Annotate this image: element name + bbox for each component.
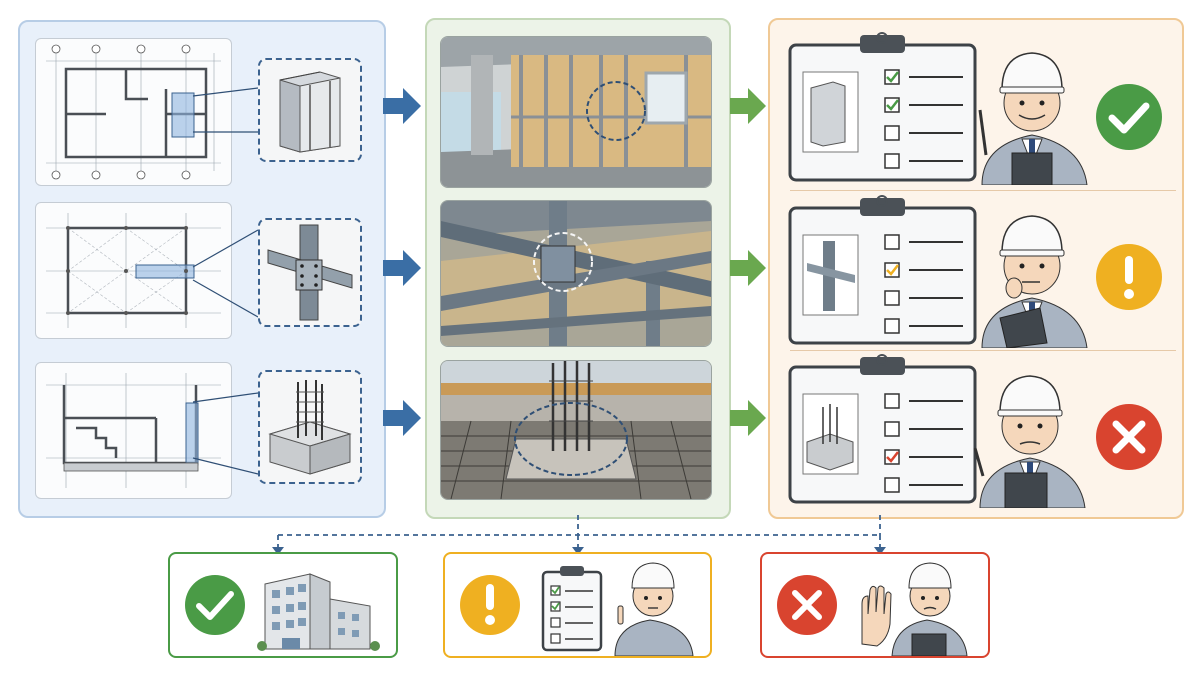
cross-mark-icon xyxy=(1096,404,1162,470)
inspection-clipboard-caution xyxy=(788,195,977,345)
inspection-clipboard-fail xyxy=(788,354,977,504)
wall-framing-site-photo xyxy=(440,36,712,188)
rebar-foundation-site-photo xyxy=(440,360,712,500)
row-divider xyxy=(790,350,1176,351)
steel-beam-site-photo xyxy=(440,200,712,347)
inspector-pass xyxy=(978,52,1088,185)
zoom-leader-lines-3 xyxy=(192,392,259,475)
beam-connection-detail xyxy=(258,218,362,327)
arrow-right-icon xyxy=(730,400,766,436)
outcome-connectors xyxy=(272,515,886,555)
rebar-column-detail xyxy=(258,370,362,484)
structural-grid-drawing xyxy=(35,202,232,339)
check-mark-icon xyxy=(1096,84,1162,150)
zoom-leader-lines-2 xyxy=(192,229,259,318)
arrow-right-icon xyxy=(383,400,421,436)
approved-outcome xyxy=(168,552,398,658)
rejected-outcome xyxy=(760,552,990,658)
exclamation-icon xyxy=(1096,244,1162,310)
zoom-leader-lines-1 xyxy=(192,87,259,133)
section-drawing xyxy=(35,362,232,499)
floor-plan-drawing xyxy=(35,38,232,186)
wall-frame-detail xyxy=(258,58,362,162)
inspector-fail xyxy=(973,375,1086,508)
row-divider xyxy=(790,190,1176,191)
arrow-right-icon xyxy=(730,88,766,124)
arrow-right-icon xyxy=(383,88,421,124)
inspection-clipboard-pass xyxy=(788,32,977,182)
review-outcome xyxy=(443,552,712,658)
arrow-right-icon xyxy=(383,250,421,286)
inspector-caution xyxy=(981,215,1088,348)
arrow-right-icon xyxy=(730,250,766,286)
